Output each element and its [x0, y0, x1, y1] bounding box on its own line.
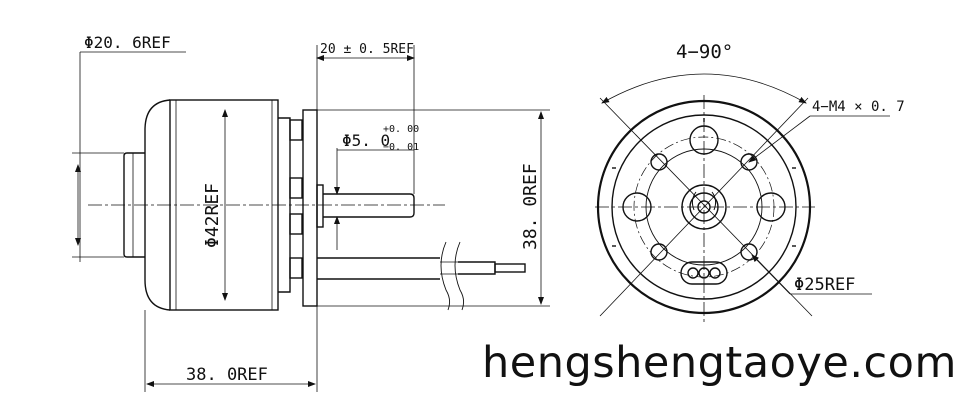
dim-holes: 4−M4 × 0. 7 — [812, 99, 905, 115]
side-view — [88, 99, 526, 311]
dim-shaft-tol-lower: −0. 01 — [383, 142, 419, 153]
motor-body — [169, 99, 279, 311]
shaft-collar — [316, 184, 324, 228]
dim-body-dia: Φ42REF — [202, 183, 223, 248]
dim-shaft-dia: Φ5. 0 — [342, 131, 390, 150]
dim-flange-height: 38. 0REF — [520, 163, 541, 250]
dim-angle: 4−90° — [676, 41, 733, 63]
dim-pcd: Φ25REF — [794, 275, 855, 295]
front-view — [595, 95, 815, 322]
m4-hole-4 — [740, 243, 758, 261]
lead-outlet — [680, 261, 728, 285]
flange-plate — [302, 109, 318, 307]
front-view-labels: 4−90° 4−M4 × 0. 7 Φ25REF — [676, 41, 905, 295]
rear-cap — [144, 99, 171, 311]
large-hole-top — [689, 125, 719, 155]
side-view-dimensions — [72, 45, 550, 392]
rear-boss — [123, 152, 145, 258]
side-view-labels: Φ20. 6REF 20 ± 0. 5REF Φ5. 0 +0. 00 −0. … — [84, 33, 541, 385]
break-lines — [440, 241, 465, 311]
shaft-end — [681, 184, 727, 230]
dim-shaft-boss-dia: Φ20. 6REF — [84, 33, 171, 52]
front-step — [278, 117, 291, 293]
dim-shaft-protrusion: 20 ± 0. 5REF — [320, 42, 414, 57]
large-hole-left — [622, 192, 652, 222]
shaft — [323, 193, 415, 218]
m4-hole-1 — [650, 153, 668, 171]
front-view-dimensions — [601, 73, 890, 295]
m4-hole-2 — [740, 153, 758, 171]
dim-shaft-tol-upper: +0. 00 — [383, 124, 419, 135]
lead-wire — [317, 257, 440, 280]
m4-hole-3 — [650, 243, 668, 261]
wire-tip — [494, 263, 526, 273]
dim-body-length: 38. 0REF — [186, 365, 268, 385]
large-hole-right — [756, 192, 786, 222]
watermark-text: hengshengtaoye.com — [482, 338, 957, 388]
